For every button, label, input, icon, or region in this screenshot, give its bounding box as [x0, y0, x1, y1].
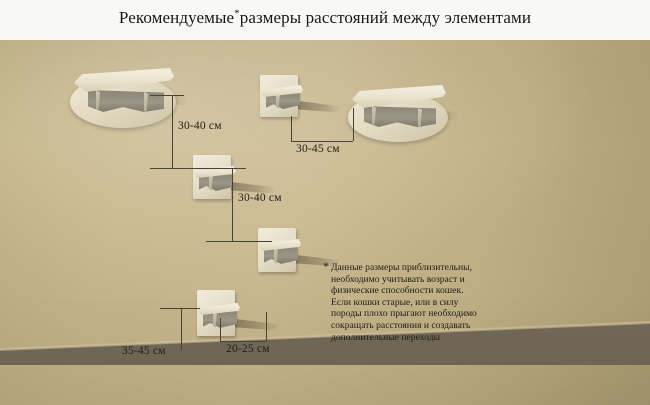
- shelf-bracket: [209, 173, 213, 191]
- dimension-line-d2: [291, 141, 353, 142]
- footnote-line-2: необходимо учитывать возраст и: [331, 273, 465, 285]
- dimension-label-d1: 30-40 см: [178, 120, 222, 132]
- shelf-bracket: [213, 310, 217, 328]
- footnote-line-6: сокращать расстояния и создавать: [331, 319, 471, 331]
- dimension-tick-d1-top: [150, 95, 184, 96]
- page-title-text-before: Рекомендуемые: [118, 8, 235, 27]
- shelf-underside: [264, 246, 298, 264]
- dimension-tick-d5-right: [266, 312, 267, 341]
- footnote-line-4: Если кошки старые, или в силу: [331, 296, 459, 308]
- footnote-asterisk: *: [323, 259, 329, 273]
- shelf-bracket-right: [144, 92, 148, 113]
- dimension-tick-d4-top: [160, 308, 200, 309]
- page-title-asterisk: *: [234, 7, 240, 20]
- shelf-square-bottom: [197, 290, 279, 340]
- scene: 30-40 см 30-45 см 30-40 см 35-45 см 20-2…: [0, 40, 650, 405]
- shelf-bracket-left: [96, 90, 100, 111]
- shelf-bracket: [276, 92, 280, 109]
- shelf-underside: [266, 92, 300, 109]
- dimension-line-d3: [232, 168, 233, 241]
- footnote-line-5: породы плохо прыгают необходимо: [331, 308, 477, 320]
- shelf-bracket-left: [372, 106, 376, 126]
- page-title: Рекомендуемые*размеры расстояний между э…: [0, 8, 650, 28]
- dimension-label-d2: 30-45 см: [296, 143, 340, 155]
- shelf-underside: [199, 173, 233, 191]
- shelf-bracket-right: [418, 108, 422, 128]
- header-bar: Рекомендуемые*размеры расстояний между э…: [0, 0, 650, 40]
- shelf-oval-top-left: [70, 68, 186, 128]
- dimension-tick-d2-right: [353, 108, 354, 141]
- shelf-oval-top-right: [348, 85, 458, 142]
- shelf-bracket: [274, 246, 278, 264]
- footnote-line-3: физические способности кошек.: [331, 285, 464, 297]
- dimension-tick-d1-bottom: [150, 168, 206, 169]
- shelf-square-top-middle: [260, 75, 340, 123]
- dimension-line-d5: [220, 341, 266, 342]
- dimension-line-d1: [172, 95, 173, 168]
- page-title-text-after: размеры расстояний между элементами: [239, 8, 532, 27]
- shelf-square-lower-middle: [258, 228, 340, 276]
- footnote-line-7: дополнительные переходы: [331, 331, 440, 343]
- footnote-line-1: Данные размеры приблизительны,: [331, 262, 472, 273]
- dimension-tick-d5-left: [220, 318, 221, 341]
- dimension-tick-d2-left: [291, 116, 292, 141]
- dimension-label-d5: 20-25 см: [226, 343, 270, 355]
- footnote-text: Данные размеры приблизительны, необходим…: [331, 262, 531, 343]
- dimension-tick-d3-bottom: [206, 241, 272, 242]
- dimension-label-d3: 30-40 см: [238, 192, 282, 204]
- dimension-line-d4: [181, 308, 182, 350]
- shelf-square-middle: [193, 155, 275, 203]
- dimension-label-d4: 35-45 см: [122, 345, 166, 357]
- dimension-tick-d3-top: [206, 168, 246, 169]
